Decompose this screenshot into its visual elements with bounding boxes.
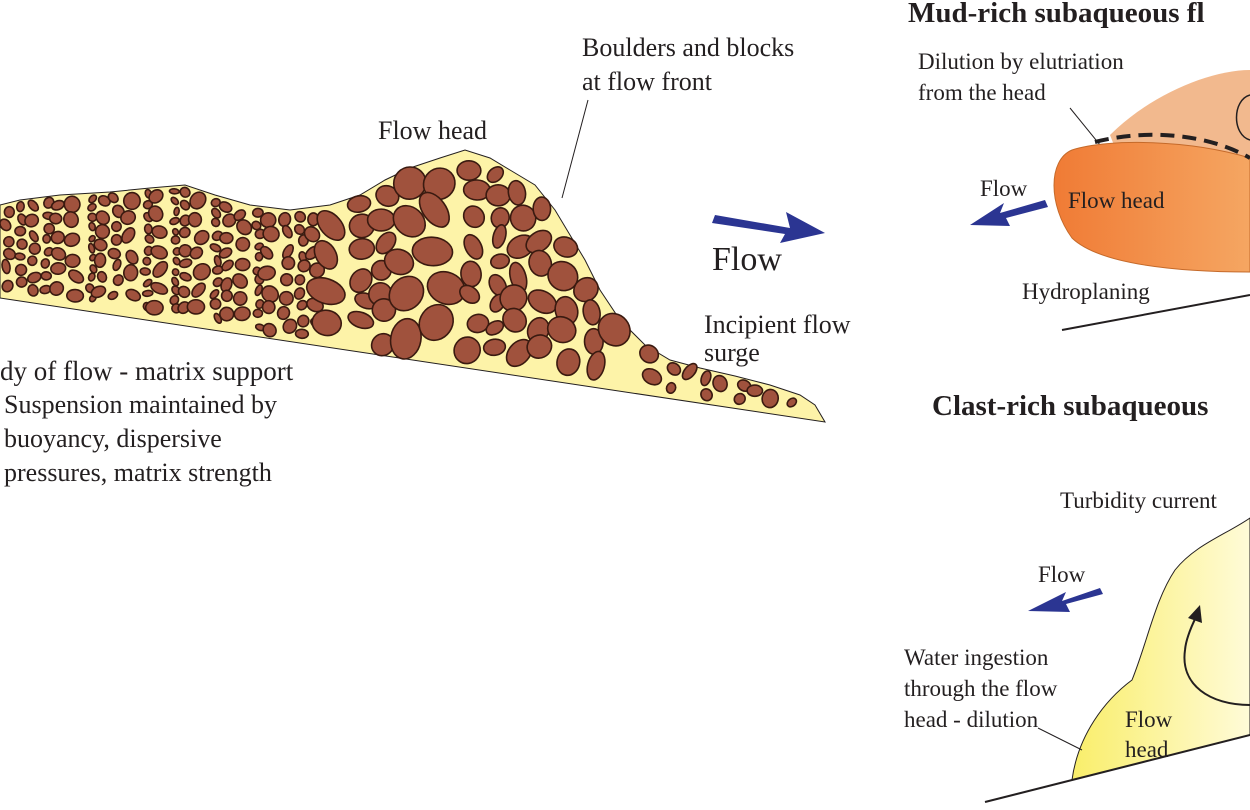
clast <box>747 385 763 396</box>
clast <box>253 309 262 317</box>
clast <box>235 258 250 270</box>
clast <box>169 188 179 194</box>
clast <box>260 212 277 228</box>
body-label-line2: Suspension maintained by <box>4 390 277 419</box>
dilution-label-line1: Dilution by elutriation <box>918 49 1124 74</box>
clast <box>295 329 308 339</box>
clast-flow-head-line1: Flow <box>1125 707 1173 732</box>
mud-rich-title: Mud-rich subaqueous fl <box>908 0 1205 29</box>
water-ingestion-leader <box>1038 728 1082 750</box>
clast <box>41 272 51 281</box>
clast <box>220 233 233 244</box>
clast-flow-head-line2: head <box>1125 737 1169 762</box>
clast <box>123 264 138 281</box>
clast-rich-panel: Clast-rich subaqueous Turbidity current … <box>904 390 1250 802</box>
clast <box>65 254 80 267</box>
clast <box>146 300 164 315</box>
clast <box>16 276 28 288</box>
clast-flow-arrow <box>1028 588 1103 612</box>
water-ingestion-line3: head - dilution <box>904 707 1039 732</box>
clast <box>4 207 14 218</box>
body-label-line4: pressures, matrix strength <box>4 458 272 487</box>
clast <box>171 236 180 245</box>
clast <box>15 226 26 236</box>
clast <box>49 213 62 224</box>
clast-flow-label: Flow <box>1038 562 1086 587</box>
incipient-label-line1: Incipient flow <box>704 310 851 339</box>
clast <box>173 207 179 216</box>
clast <box>367 209 395 231</box>
mud-flow-head-label: Flow head <box>1068 188 1165 213</box>
clast <box>123 192 140 210</box>
dilution-label-line2: from the head <box>918 80 1046 105</box>
body-label-line1: dy of flow - matrix support <box>0 356 294 386</box>
left-debris-flow: Boulders and blocks at flow front Flow h… <box>0 33 851 487</box>
clast <box>188 212 202 227</box>
water-ingestion-line2: through the flow <box>904 676 1058 701</box>
clast <box>187 300 204 314</box>
hydroplaning-label: Hydroplaning <box>1022 279 1150 304</box>
clast <box>279 291 294 306</box>
clast <box>50 262 66 275</box>
boulders-label-line2: at flow front <box>582 67 713 96</box>
clast <box>16 201 25 212</box>
water-ingestion-line1: Water ingestion <box>904 645 1049 670</box>
turbidity-label: Turbidity current <box>1060 488 1218 513</box>
mud-rich-panel: Mud-rich subaqueous fl Dilution by elutr… <box>908 0 1250 330</box>
flow-head-label: Flow head <box>378 116 487 145</box>
clast <box>457 161 481 181</box>
clast <box>142 290 153 297</box>
boulders-leader-line <box>562 100 588 198</box>
clast <box>43 235 51 244</box>
clast <box>533 197 551 221</box>
clast <box>486 185 510 206</box>
clast <box>219 307 234 322</box>
clast <box>66 289 83 302</box>
clast <box>144 224 153 234</box>
boulders-label-line1: Boulders and blocks <box>582 33 794 62</box>
flow-arrow-label: Flow <box>712 241 782 278</box>
mud-flow-arrow <box>970 200 1048 226</box>
incipient-label-line2: surge <box>704 338 760 367</box>
flow-direction-arrow <box>712 212 825 243</box>
mud-flow-label: Flow <box>980 176 1028 201</box>
clast <box>235 237 250 252</box>
clast <box>94 253 106 268</box>
clast <box>281 274 293 286</box>
body-label-line3: buoyancy, dispersive <box>4 424 222 453</box>
clast <box>140 268 151 276</box>
clast-rich-title: Clast-rich subaqueous <box>932 390 1208 422</box>
